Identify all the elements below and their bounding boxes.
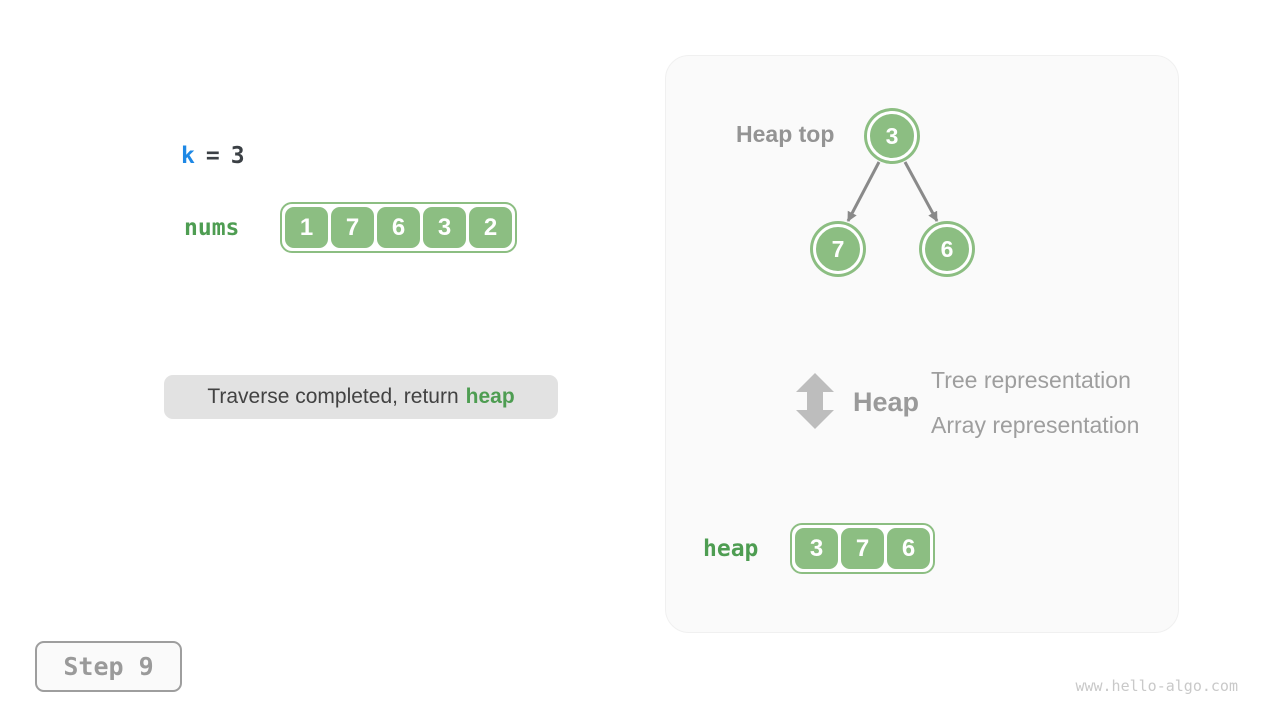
legend-title: Heap xyxy=(853,387,920,417)
heap-array: 3 7 6 xyxy=(790,523,935,574)
step-indicator: Step 9 xyxy=(35,641,182,692)
watermark: www.hello-algo.com xyxy=(1075,677,1238,695)
caption-highlight: heap xyxy=(465,385,515,408)
heap-label: heap xyxy=(703,536,759,562)
caption-text: Traverse completed, return xyxy=(207,385,459,408)
tree-node-left: 7 xyxy=(813,224,863,274)
heap-cell: 7 xyxy=(841,528,884,569)
nums-cell: 2 xyxy=(469,207,512,248)
tree-node-root: 3 xyxy=(867,111,917,161)
heap-cell: 3 xyxy=(795,528,838,569)
tree-node-right: 6 xyxy=(922,224,972,274)
k-variable-name: k xyxy=(181,143,195,169)
nums-cell: 6 xyxy=(377,207,420,248)
legend-tree-representation: Tree representation xyxy=(931,367,1131,393)
heap-cell: 6 xyxy=(887,528,930,569)
nums-cell: 1 xyxy=(285,207,328,248)
heap-top-label: Heap top xyxy=(736,121,835,147)
k-variable: k = 3 xyxy=(181,143,245,169)
nums-array: 1 7 6 3 2 xyxy=(280,202,517,253)
caption-banner: Traverse completed, return heap xyxy=(164,375,558,419)
equals-sign: = xyxy=(205,143,220,169)
legend-array-representation: Array representation xyxy=(931,412,1140,438)
nums-label: nums xyxy=(184,215,240,241)
nums-cell: 3 xyxy=(423,207,466,248)
k-value: 3 xyxy=(230,143,245,169)
nums-cell: 7 xyxy=(331,207,374,248)
